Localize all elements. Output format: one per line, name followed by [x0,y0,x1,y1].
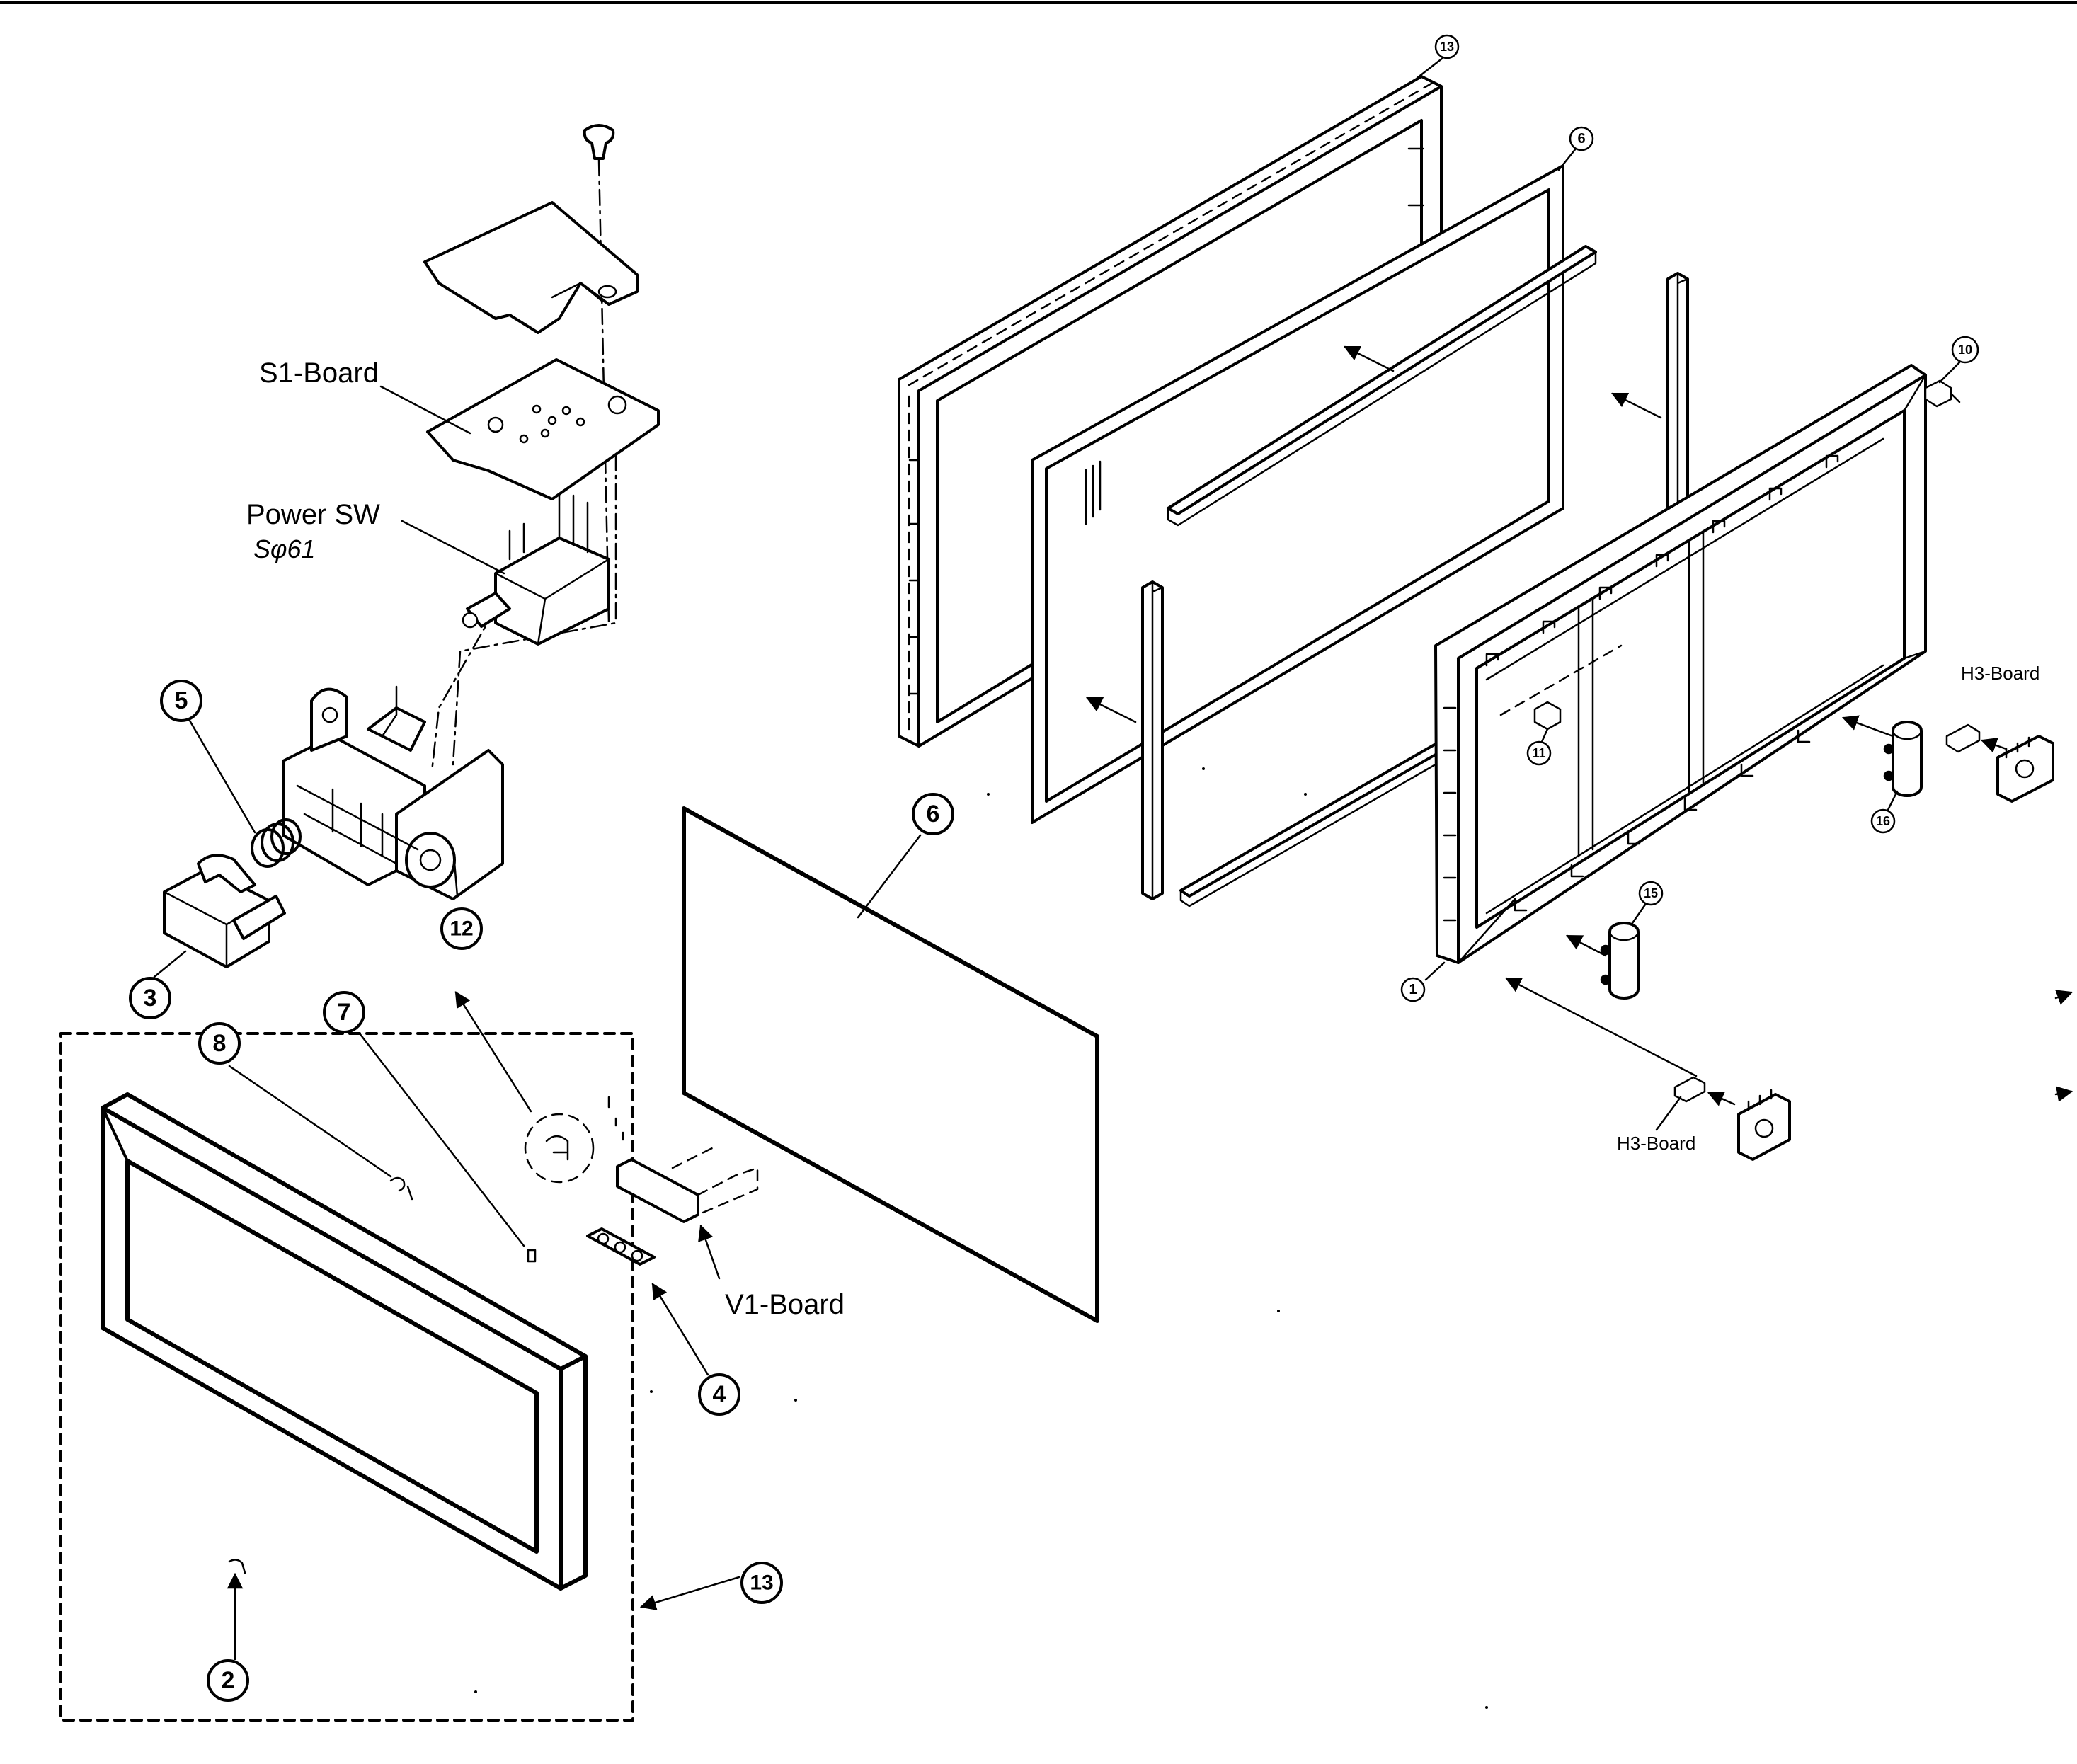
callout-15: 15 [1638,881,1664,906]
svg-text:15: 15 [1644,886,1658,900]
callout-11: 11 [1526,740,1552,766]
top-metal-bracket [423,201,639,334]
front-cabinet-boundary [59,1032,634,1722]
callout-leaders [153,57,1961,1247]
callout-8: 8 [198,1022,241,1065]
cylinder-part-16 [1883,721,1923,797]
callout-2: 2 [207,1659,249,1702]
callout-10: 10 [1951,336,1979,364]
callout-12: 12 [440,907,483,950]
callout-5: 5 [160,680,202,722]
callout-16: 16 [1870,808,1896,834]
svg-text:13: 13 [1440,40,1454,54]
callout-13-bottom: 13 [740,1562,783,1604]
h3-board-bottom-leader [1655,1096,1682,1131]
power-sw-label: Power SW [246,499,380,530]
s1-board-leader [379,385,471,435]
svg-text:16: 16 [1876,814,1890,828]
callout-7: 7 [323,991,365,1033]
spring-part [251,818,302,868]
small-part-8 [389,1176,413,1201]
top-screw [583,124,615,160]
svg-text:6: 6 [1577,131,1585,147]
callout-13-top: 13 [1434,34,1460,59]
power-switch [462,494,610,646]
svg-text:3: 3 [144,985,157,1012]
glass-panel [1031,164,1564,824]
front-bezel [101,1092,588,1591]
cylinder-part-15 [1600,922,1640,1000]
left-vertical-bar [1141,580,1164,900]
svg-text:13: 13 [750,1571,773,1595]
svg-text:10: 10 [1958,343,1972,357]
h3-board-bottom [1673,1076,1706,1103]
v1-board-label: V1-Board [725,1289,845,1320]
optical-filter-sheet [682,806,1099,1323]
h3-board-bottom-label: H3-Board [1617,1133,1695,1154]
part-10 [1924,379,1961,408]
power-button-knob [163,854,286,968]
h3-bracket-bottom [1737,1089,1791,1161]
scan-specks [474,767,1488,1709]
power-sw-code: Sφ61 [253,534,316,563]
rear-chassis-frame [1434,364,1927,964]
callout-3: 3 [129,977,171,1019]
svg-text:1: 1 [1409,982,1417,997]
svg-text:6: 6 [927,801,940,827]
svg-text:11: 11 [1532,746,1545,760]
svg-text:2: 2 [222,1667,235,1694]
h3-board-top [1945,723,1981,753]
svg-text:5: 5 [175,687,188,714]
dashed-detail-circle [524,1096,624,1184]
h3-board-top-label: H3-Board [1961,663,2039,684]
assembly-arrows [227,345,2073,1661]
callout-4: 4 [698,1373,740,1416]
button-strip [586,1227,656,1266]
s1-board [426,358,660,500]
top-frame-bar [1167,245,1597,527]
v1-board [616,1145,759,1223]
small-part-7 [527,1249,537,1263]
switch-holder-bracket [282,685,504,900]
callout-6-glass: 6 [1569,126,1594,151]
power-sw-leader [401,520,505,575]
svg-text:4: 4 [713,1381,726,1408]
svg-text:7: 7 [338,999,351,1026]
callout-1: 1 [1400,977,1426,1002]
small-part-2 [228,1559,246,1574]
connector-part-11 [1533,701,1562,731]
callout-6-filter: 6 [912,793,954,835]
svg-text:12: 12 [450,917,473,941]
svg-text:8: 8 [213,1030,227,1057]
h3-bracket-top [1996,735,2054,803]
s1-board-label: S1-Board [259,357,379,389]
